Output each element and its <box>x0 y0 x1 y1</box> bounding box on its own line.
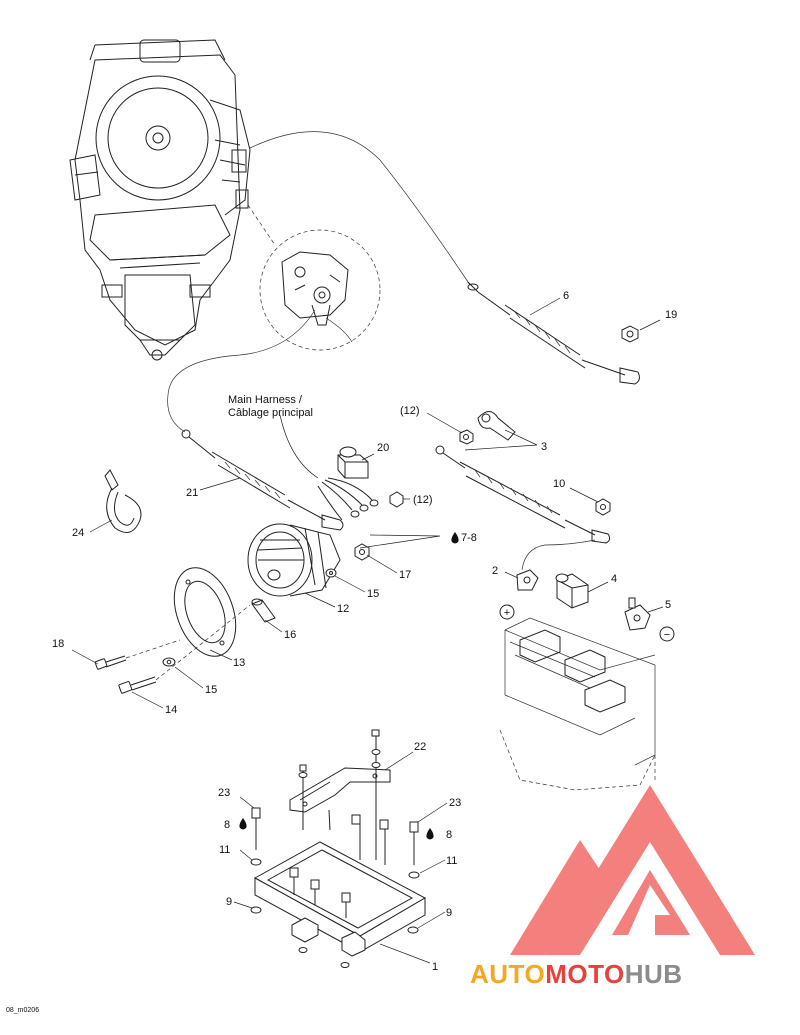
nut-19 <box>621 325 639 343</box>
washers-tray <box>250 749 420 968</box>
tie-strap-24 <box>104 469 142 533</box>
connector-20 <box>337 446 369 479</box>
harness-label-line2: Câblage principal <box>228 407 313 419</box>
negative-symbol-text: − <box>664 629 670 641</box>
assembly-axis <box>155 604 251 681</box>
watermark-inner-triangle-icon <box>612 870 690 935</box>
bolt-18 <box>94 639 181 670</box>
watermark-triangle-icon <box>545 785 755 955</box>
cable-6 <box>467 281 640 385</box>
drop-icon-8-right <box>426 828 434 840</box>
sleeve-16 <box>251 598 276 623</box>
ring-terminal-3 <box>477 411 516 441</box>
callout-12-bottom: 12 <box>337 603 349 615</box>
washer-15-top <box>325 568 337 578</box>
hold-down-bar-22 <box>289 767 391 813</box>
positive-symbol: + <box>499 604 515 620</box>
negative-terminal-5 <box>624 597 651 631</box>
gasket-13 <box>173 567 237 657</box>
callout-10: 10 <box>553 478 565 490</box>
engine-assembly <box>69 39 251 361</box>
drop-icon-8-left <box>239 818 247 830</box>
starter-motor-12 <box>247 523 341 597</box>
cable-21 <box>181 429 344 531</box>
battery-tray-1 <box>253 841 427 957</box>
callout-12-top: (12) <box>400 405 420 417</box>
callout-20: 20 <box>377 442 389 454</box>
positive-symbol-text: + <box>504 607 510 619</box>
watermark-text: AUTOMOTOHUB <box>470 959 683 989</box>
callout-7-8: 7-8 <box>461 532 477 544</box>
callout-12-mid: (12) <box>413 494 433 506</box>
nut-12-top <box>459 429 474 445</box>
nut-17 <box>354 543 370 561</box>
callout-18: 18 <box>52 638 64 650</box>
harness-label-line1: Main Harness / <box>228 394 303 406</box>
watermark-text-moto: MOTO <box>545 959 625 989</box>
callout-1: 1 <box>432 961 438 973</box>
callout-11-left: 11 <box>219 844 230 856</box>
drop-icon-7-8 <box>451 532 459 544</box>
positive-terminal-2 <box>516 539 596 591</box>
callout-24: 24 <box>72 527 84 539</box>
nut-10 <box>595 498 611 516</box>
callout-9-left: 9 <box>226 896 232 908</box>
callout-23-left: 23 <box>218 787 230 799</box>
watermark-text-hub: HUB <box>625 959 683 989</box>
battery <box>499 617 656 791</box>
main-harness-wires <box>317 477 404 521</box>
callout-17: 17 <box>399 569 411 581</box>
leader-lines <box>71 297 664 964</box>
callout-4: 4 <box>611 573 617 585</box>
callout-5: 5 <box>665 599 671 611</box>
callout-11-right: 11 <box>446 855 457 867</box>
terminal-cover-4 <box>555 573 589 609</box>
callout-13: 13 <box>233 657 245 669</box>
callout-14: 14 <box>165 704 177 716</box>
callout-9-right: 9 <box>446 907 452 919</box>
tray-bolts <box>251 729 419 918</box>
cable-engine-to-6 <box>249 131 471 286</box>
bolt-14 <box>118 676 157 694</box>
negative-symbol: − <box>659 626 675 642</box>
callout-3: 3 <box>541 441 547 453</box>
callout-15-top: 15 <box>367 588 379 600</box>
reference-code: 08_m0206 <box>6 1007 39 1014</box>
callout-15-bottom: 15 <box>205 684 217 696</box>
washer-15-bottom <box>162 657 176 667</box>
callout-23-right: 23 <box>449 797 461 809</box>
callout-8-left: 8 <box>224 819 230 831</box>
callout-16: 16 <box>284 629 296 641</box>
callout-6: 6 <box>563 290 569 302</box>
starter-detail-circle <box>247 204 381 351</box>
cable-3 <box>435 445 611 544</box>
callout-2: 2 <box>492 565 498 577</box>
callout-19: 19 <box>665 309 677 321</box>
loctite-drop-icons <box>239 532 459 840</box>
cable-detail-to-21 <box>167 309 316 433</box>
watermark-logo <box>510 785 755 955</box>
callout-8-right: 8 <box>446 829 452 841</box>
callout-22: 22 <box>414 741 426 753</box>
callout-21: 21 <box>186 487 198 499</box>
watermark-text-auto: AUTO <box>470 959 545 989</box>
